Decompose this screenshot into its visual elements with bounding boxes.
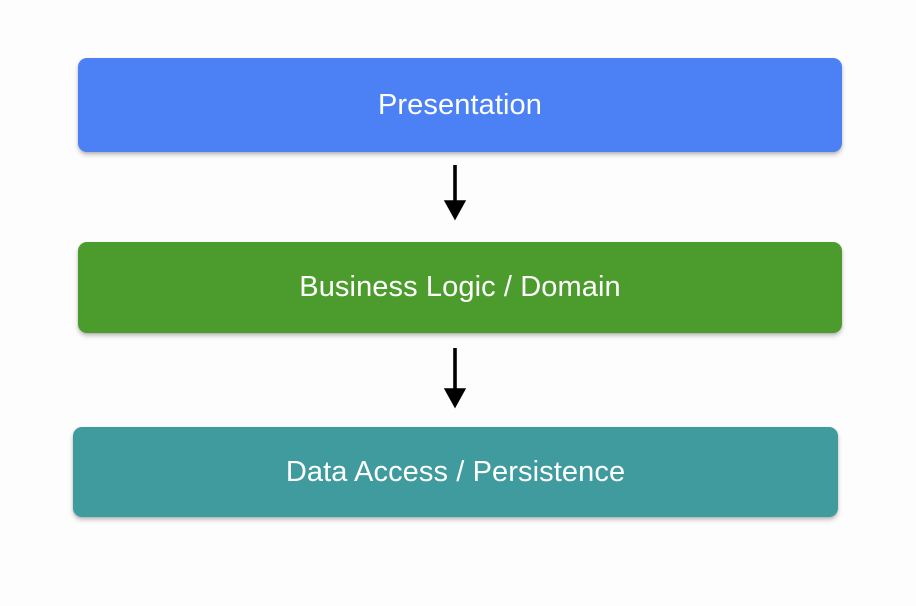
layer-label-data-access: Data Access / Persistence — [285, 455, 626, 488]
layer-box-business-logic[interactable]: Business Logic / Domain — [78, 242, 842, 333]
layer-label-business-logic: Business Logic / Domain — [299, 271, 621, 303]
layer-box-data-access[interactable]: Data Access / Persistence — [73, 427, 838, 517]
layer-label-presentation: Presentation — [377, 88, 543, 121]
layer-box-presentation[interactable]: Presentation — [78, 58, 842, 152]
